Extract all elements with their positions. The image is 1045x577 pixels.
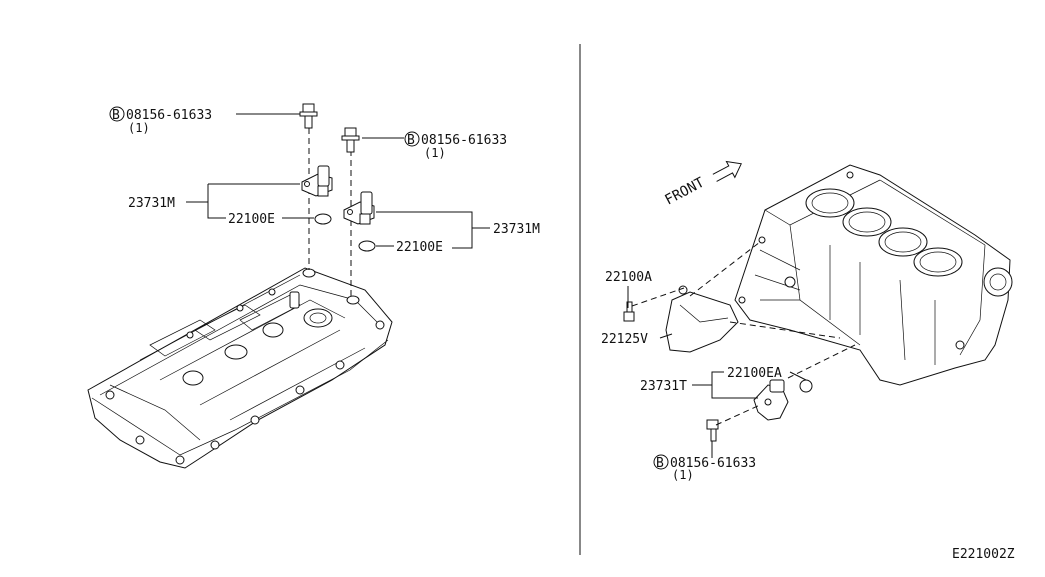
sensor-label-right: 23731M <box>493 222 540 237</box>
oring-label-left: 22100E <box>228 212 275 227</box>
bolt-part-number: 08156-61633 <box>670 456 756 471</box>
oring-right <box>358 240 376 252</box>
diagram-code: E221002Z <box>952 547 1015 562</box>
bolt-icon <box>341 127 360 153</box>
bolt-code-letter: B <box>656 456 664 471</box>
valve-cover-assembly <box>87 267 393 469</box>
bolt-part-number: 08156-61633 <box>126 108 212 123</box>
bolt-icon <box>623 301 635 322</box>
cam-sensor-right <box>343 191 375 225</box>
bolt-a-label: 22100A <box>605 270 652 285</box>
bolt-code-badge <box>653 454 669 470</box>
front-direction-arrow: FRONT <box>662 160 742 209</box>
bolt-icon <box>706 419 719 442</box>
bolt-code-badge <box>404 131 420 147</box>
bracket-part <box>665 285 739 353</box>
bolt-quantity: (1) <box>424 146 446 160</box>
sensor-label-crank: 23731T <box>640 379 687 394</box>
bolt-code-letter: B <box>407 133 415 148</box>
front-label: FRONT <box>662 174 707 208</box>
cam-sensor-left <box>301 165 333 197</box>
bolt-quantity: (1) <box>672 468 694 482</box>
bolt-code-letter: B <box>112 108 120 123</box>
oring-label-crank: 22100EA <box>727 366 782 381</box>
bolt-quantity: (1) <box>128 121 150 135</box>
crank-sensor <box>753 379 789 421</box>
oring-crank <box>799 379 813 393</box>
bolt-icon <box>299 103 318 129</box>
bolt-code-badge <box>109 106 125 122</box>
engine-block <box>734 164 1013 386</box>
bracket-label: 22125V <box>601 332 648 347</box>
bolt-part-number: 08156-61633 <box>421 133 507 148</box>
oring-left <box>314 213 332 225</box>
oring-label-right: 22100E <box>396 240 443 255</box>
sensor-label-left: 23731M <box>128 196 175 211</box>
